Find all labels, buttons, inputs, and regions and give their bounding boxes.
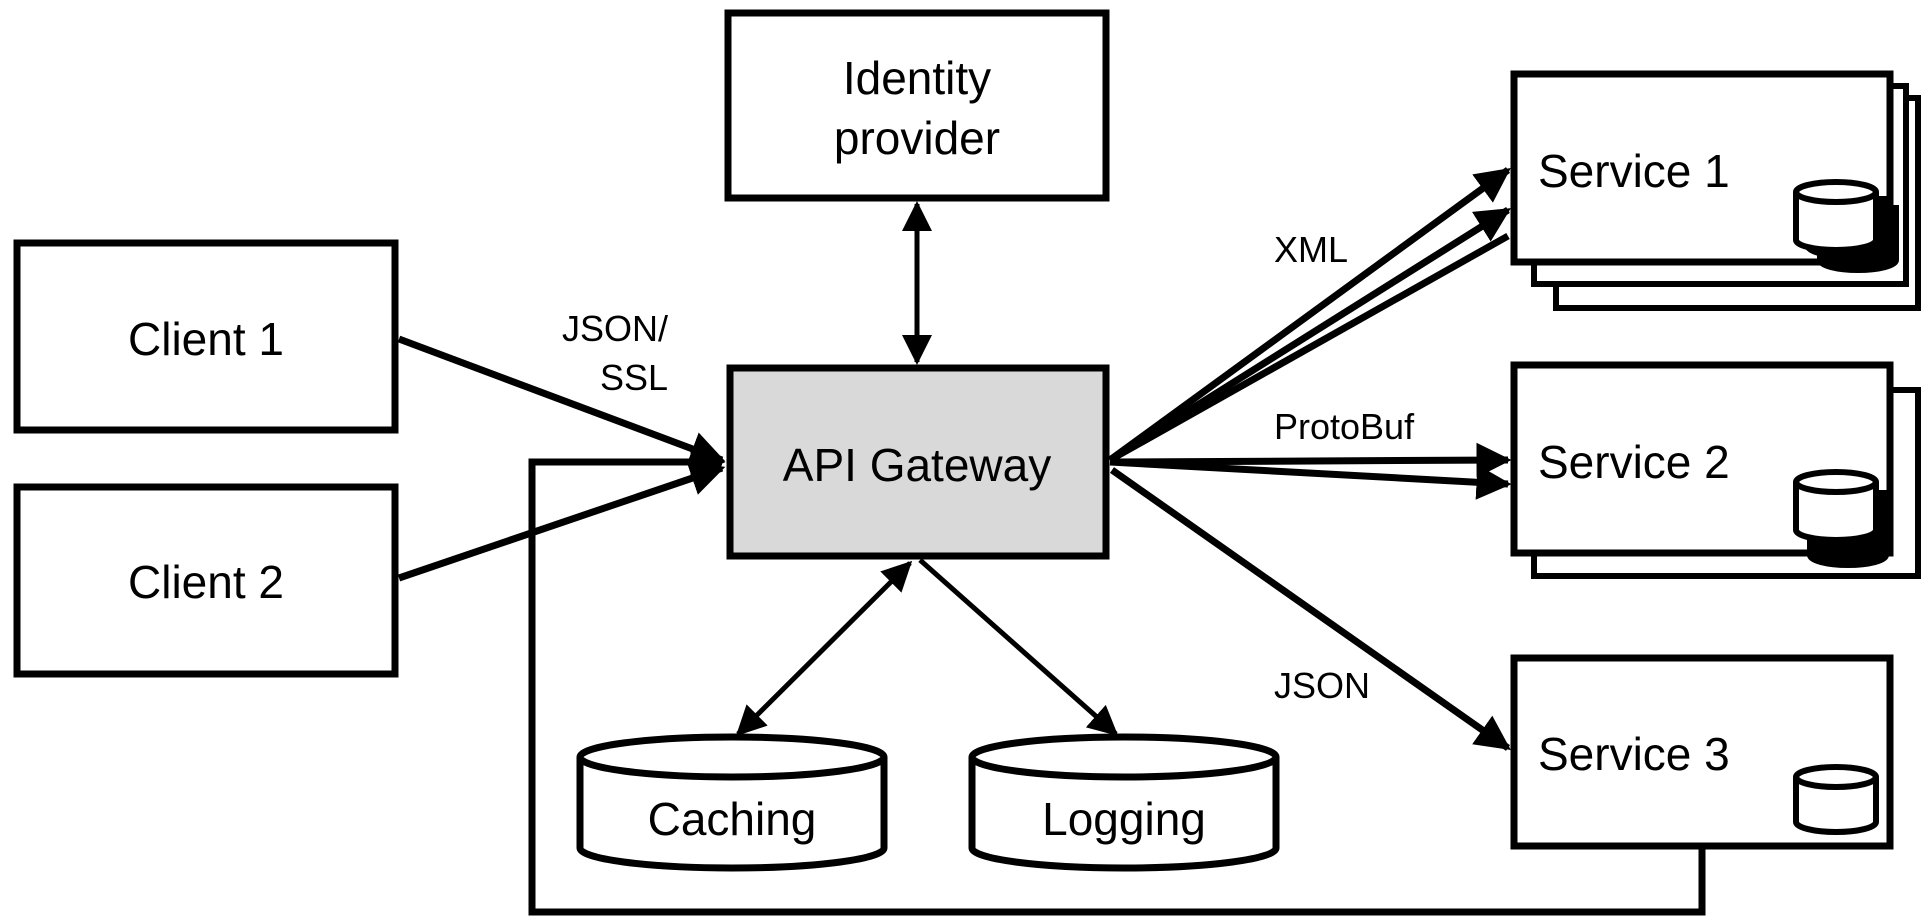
service-2-stack: Service 2: [1510, 361, 1921, 579]
client-1-label: Client 1: [128, 313, 284, 365]
caching-label: Caching: [648, 793, 817, 845]
json-ssl-label-line1: JSON/: [562, 308, 668, 349]
identity-provider-box: Identity provider: [724, 9, 1110, 202]
api-gateway-box: API Gateway: [726, 364, 1110, 560]
gateway-to-logging-arrow: [918, 558, 1119, 736]
service-3-database-icon: [1793, 764, 1879, 835]
service-3-box: Service 3: [1510, 654, 1894, 850]
client-1-to-gateway-arrow: [397, 335, 726, 466]
api-gateway-label: API Gateway: [783, 439, 1051, 491]
service-2-label: Service 2: [1538, 436, 1730, 488]
client-2-to-gateway-arrow: [397, 461, 726, 582]
gateway-caching-arrow: [735, 560, 913, 737]
gateway-to-service-2-arrow: [1109, 442, 1512, 478]
client-1-box: Client 1: [13, 239, 399, 434]
gateway-to-service-2-arrow-2: [1109, 458, 1512, 500]
client-2-label: Client 2: [128, 556, 284, 608]
gateway-to-service-1-arrow-3: [1108, 232, 1510, 464]
gateway-to-service-1-arrow: [1107, 167, 1511, 463]
gateway-to-service-3-arrow: [1109, 467, 1511, 751]
json-label: JSON: [1274, 665, 1370, 706]
client-2-box: Client 2: [13, 483, 399, 678]
caching-database: Caching: [576, 733, 888, 872]
gateway-to-service-1-arrow-2: [1108, 207, 1511, 463]
service-1-label: Service 1: [1538, 145, 1730, 197]
protobuf-label: ProtoBuf: [1274, 406, 1415, 447]
service-2-database-icon: [1793, 469, 1889, 568]
xml-label: XML: [1274, 229, 1348, 270]
logging-database: Logging: [968, 733, 1280, 872]
logging-label: Logging: [1042, 793, 1206, 845]
identity-provider-label-line1: Identity: [843, 52, 991, 104]
service-3-label: Service 3: [1538, 728, 1730, 780]
service-1-database-icon: [1793, 179, 1899, 273]
identity-provider-label-line2: provider: [834, 112, 1000, 164]
feedback-connector: [528, 444, 1706, 916]
json-ssl-label-line2: SSL: [600, 357, 668, 398]
service-1-stack: Service 1: [1510, 70, 1921, 311]
